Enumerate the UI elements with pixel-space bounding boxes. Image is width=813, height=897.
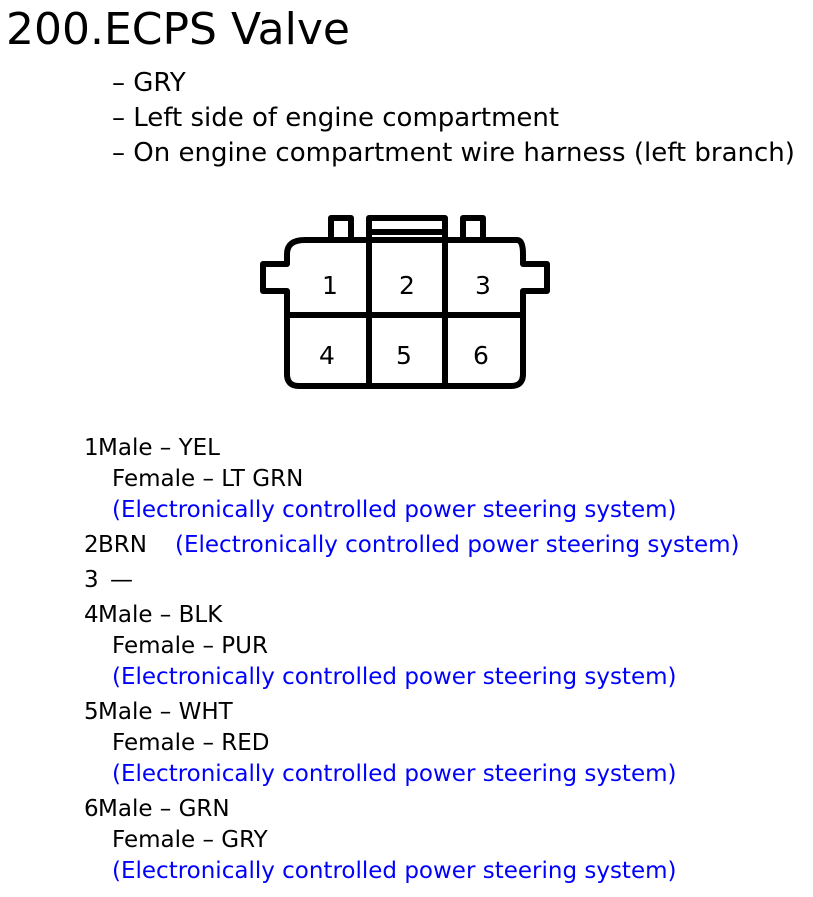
pin-male-wire: Male – BLK <box>98 602 223 628</box>
pin-4-entry: 4 Male – BLK Female – PUR (Electronicall… <box>0 600 813 693</box>
cavity-1-label: 1 <box>322 271 338 300</box>
pin-2-entry: 2 BRN (Electronically controlled power s… <box>0 530 813 561</box>
cavity-3-label: 3 <box>475 271 491 300</box>
pin-number: 6 <box>84 796 99 822</box>
cavity-6-label: 6 <box>473 341 489 370</box>
pin-male-wire: Male – WHT <box>98 699 233 725</box>
cavity-2-label: 2 <box>399 271 415 300</box>
connector-diagram: 1 2 3 4 5 6 <box>260 215 550 389</box>
pin-1-entry: 1 Male – YEL Female – LT GRN (Electronic… <box>0 433 813 526</box>
pin-number: 1 <box>84 435 99 461</box>
pin-circuit-description: (Electronically controlled power steerin… <box>112 761 677 787</box>
pin-female-wire: Female – GRY <box>112 827 268 853</box>
connector-color: – GRY <box>112 68 186 98</box>
pin-male-wire: Male – GRN <box>98 796 230 822</box>
cavity-5-label: 5 <box>396 341 412 370</box>
pin-6-entry: 6 Male – GRN Female – GRY (Electronicall… <box>0 794 813 887</box>
pin-wire-color: — <box>110 567 133 593</box>
page-title: 200.ECPS Valve <box>6 4 350 55</box>
pin-female-wire: Female – RED <box>112 730 270 756</box>
pin-female-wire: Female – PUR <box>112 633 268 659</box>
pin-circuit-description: (Electronically controlled power steerin… <box>175 532 740 558</box>
pin-female-wire: Female – LT GRN <box>112 466 304 492</box>
pin-list: 1 Male – YEL Female – LT GRN (Electronic… <box>0 433 813 887</box>
connector-right-tab <box>460 215 486 240</box>
pin-number: 5 <box>84 699 99 725</box>
pin-number: 3 <box>84 567 99 593</box>
pin-3-entry: 3 — <box>0 565 813 596</box>
cavity-4-label: 4 <box>319 341 335 370</box>
pin-5-entry: 5 Male – WHT Female – RED (Electronicall… <box>0 697 813 790</box>
connector-left-tab <box>328 215 354 240</box>
connector-location: – Left side of engine compartment <box>112 103 560 133</box>
pin-circuit-description: (Electronically controlled power steerin… <box>112 664 677 690</box>
connector-info-list: – GRY – Left side of engine compartment … <box>112 66 795 171</box>
pin-circuit-description: (Electronically controlled power steerin… <box>112 858 677 884</box>
connector-harness: – On engine compartment wire harness (le… <box>112 138 795 168</box>
pin-number: 2 <box>84 532 99 558</box>
pin-number: 4 <box>84 602 99 628</box>
pin-male-wire: Male – YEL <box>98 435 220 461</box>
pin-circuit-description: (Electronically controlled power steerin… <box>112 497 677 523</box>
connector-housing <box>260 237 550 389</box>
pin-wire-color: BRN <box>98 532 147 558</box>
